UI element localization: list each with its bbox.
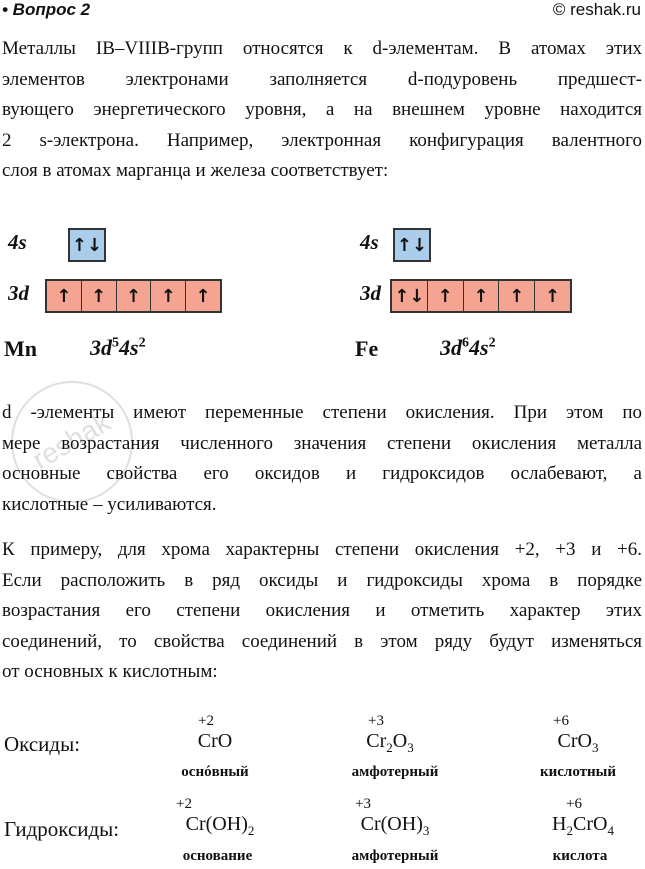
- site-credit: © reshak.ru: [552, 0, 641, 19]
- s-orbital-box: ↑↓: [68, 228, 106, 262]
- text-line: мере возрастания численного значения сте…: [2, 432, 642, 454]
- text-line: возрастания его степени окисления и отме…: [2, 600, 642, 621]
- orbital-cell: ↑: [151, 281, 187, 311]
- hydroxide-property: кислота: [552, 848, 608, 864]
- orbital-cell: ↑: [195, 285, 211, 307]
- hydroxide-formula: H2CrO4: [552, 813, 614, 838]
- hydroxide-property: основание: [182, 848, 253, 864]
- s-orbital-box: ↑↓: [393, 228, 431, 262]
- oxidation-state: +6: [553, 713, 569, 729]
- d-orbital-box: ↑↓ ↑ ↑ ↑ ↑: [390, 279, 572, 313]
- text-line: К примеру, для хрома характерны степени …: [2, 539, 642, 560]
- intro-paragraph: Металлы IB–VIIIB-групп относятся к d-эле…: [2, 34, 642, 187]
- oxide-property: кислотный: [539, 764, 617, 780]
- orbital-cell: ↑: [428, 281, 464, 311]
- text-line: элементов электронами заполняется d-поду…: [2, 68, 642, 90]
- oxide-formula: Cr2O3: [366, 730, 414, 755]
- oxide-property: амфотерный: [351, 764, 439, 780]
- orbital-cell: ↑: [82, 281, 117, 311]
- oxide-property: оснóвный: [181, 764, 249, 780]
- oxidation-state: +6: [566, 796, 582, 812]
- element-symbol: Fe: [355, 336, 379, 361]
- text-line: кислотные – усиливаются.: [2, 493, 217, 515]
- text-line: основные свойства его оксидов и гидрокси…: [2, 463, 642, 484]
- hydroxide-formula: Cr(OH)2: [185, 813, 255, 838]
- orbital-cell: ↑: [117, 281, 152, 311]
- orbital-cell: ↑↓: [396, 234, 428, 256]
- page-header: • Вопрос 2 © reshak.ru: [0, 0, 645, 22]
- text-line: Если расположить в ряд оксиды и гидрокси…: [2, 569, 642, 591]
- electron-config: 3d64s2: [440, 335, 496, 360]
- chromium-paragraph: К примеру, для хрома характерны степени …: [2, 535, 642, 688]
- label-3d: 3d: [360, 281, 381, 305]
- oxidation-state: +2: [176, 796, 192, 812]
- text-line: Металлы IB–VIIIB-групп относятся к d-эле…: [2, 38, 642, 59]
- oxidation-state: +3: [355, 796, 371, 812]
- orbital-cell: ↑↓: [71, 234, 103, 256]
- text-line: 2 s-электрона. Например, электронная кон…: [2, 129, 642, 151]
- watermark-logo: reshak: [11, 381, 133, 503]
- orbital-cell: ↑: [545, 285, 561, 307]
- text-line: слоя в атомах марганца и железа соответс…: [2, 160, 389, 181]
- element-symbol: Mn: [4, 336, 37, 361]
- orbital-cell: ↑↓: [392, 281, 428, 311]
- oxide-formula: CrO3: [557, 730, 599, 755]
- hydroxide-property: амфотерный: [351, 848, 439, 864]
- d-orbital-box: ↑ ↑ ↑ ↑ ↑: [45, 279, 222, 313]
- label-4s: 4s: [360, 230, 379, 254]
- oxidation-state: +3: [368, 713, 384, 729]
- text-line: вующего энергетического уровня, а на вне…: [2, 99, 642, 120]
- hydroxide-formula: Cr(OH)3: [360, 813, 430, 838]
- oxidation-paragraph: d -элементы имеют переменные степени оки…: [2, 398, 642, 520]
- oxidation-state: +2: [198, 713, 214, 729]
- hydroxides-label: Гидроксиды:: [4, 817, 120, 841]
- orbital-cell: ↑: [47, 281, 82, 311]
- oxides-label: Оксиды:: [4, 732, 81, 756]
- label-4s: 4s: [8, 230, 27, 254]
- text-line: d -элементы имеют переменные степени оки…: [2, 402, 642, 423]
- electron-config: 3d54s2: [90, 335, 146, 360]
- orbital-cell: ↑: [464, 281, 500, 311]
- text-line: от основных к кислотным:: [2, 661, 218, 682]
- text-line: соединений, то свойства соединений в это…: [2, 630, 642, 652]
- question-title: • Вопрос 2: [2, 0, 91, 19]
- oxide-formula: CrO: [197, 730, 233, 752]
- orbital-cell: ↑: [499, 281, 536, 311]
- label-3d: 3d: [8, 281, 29, 305]
